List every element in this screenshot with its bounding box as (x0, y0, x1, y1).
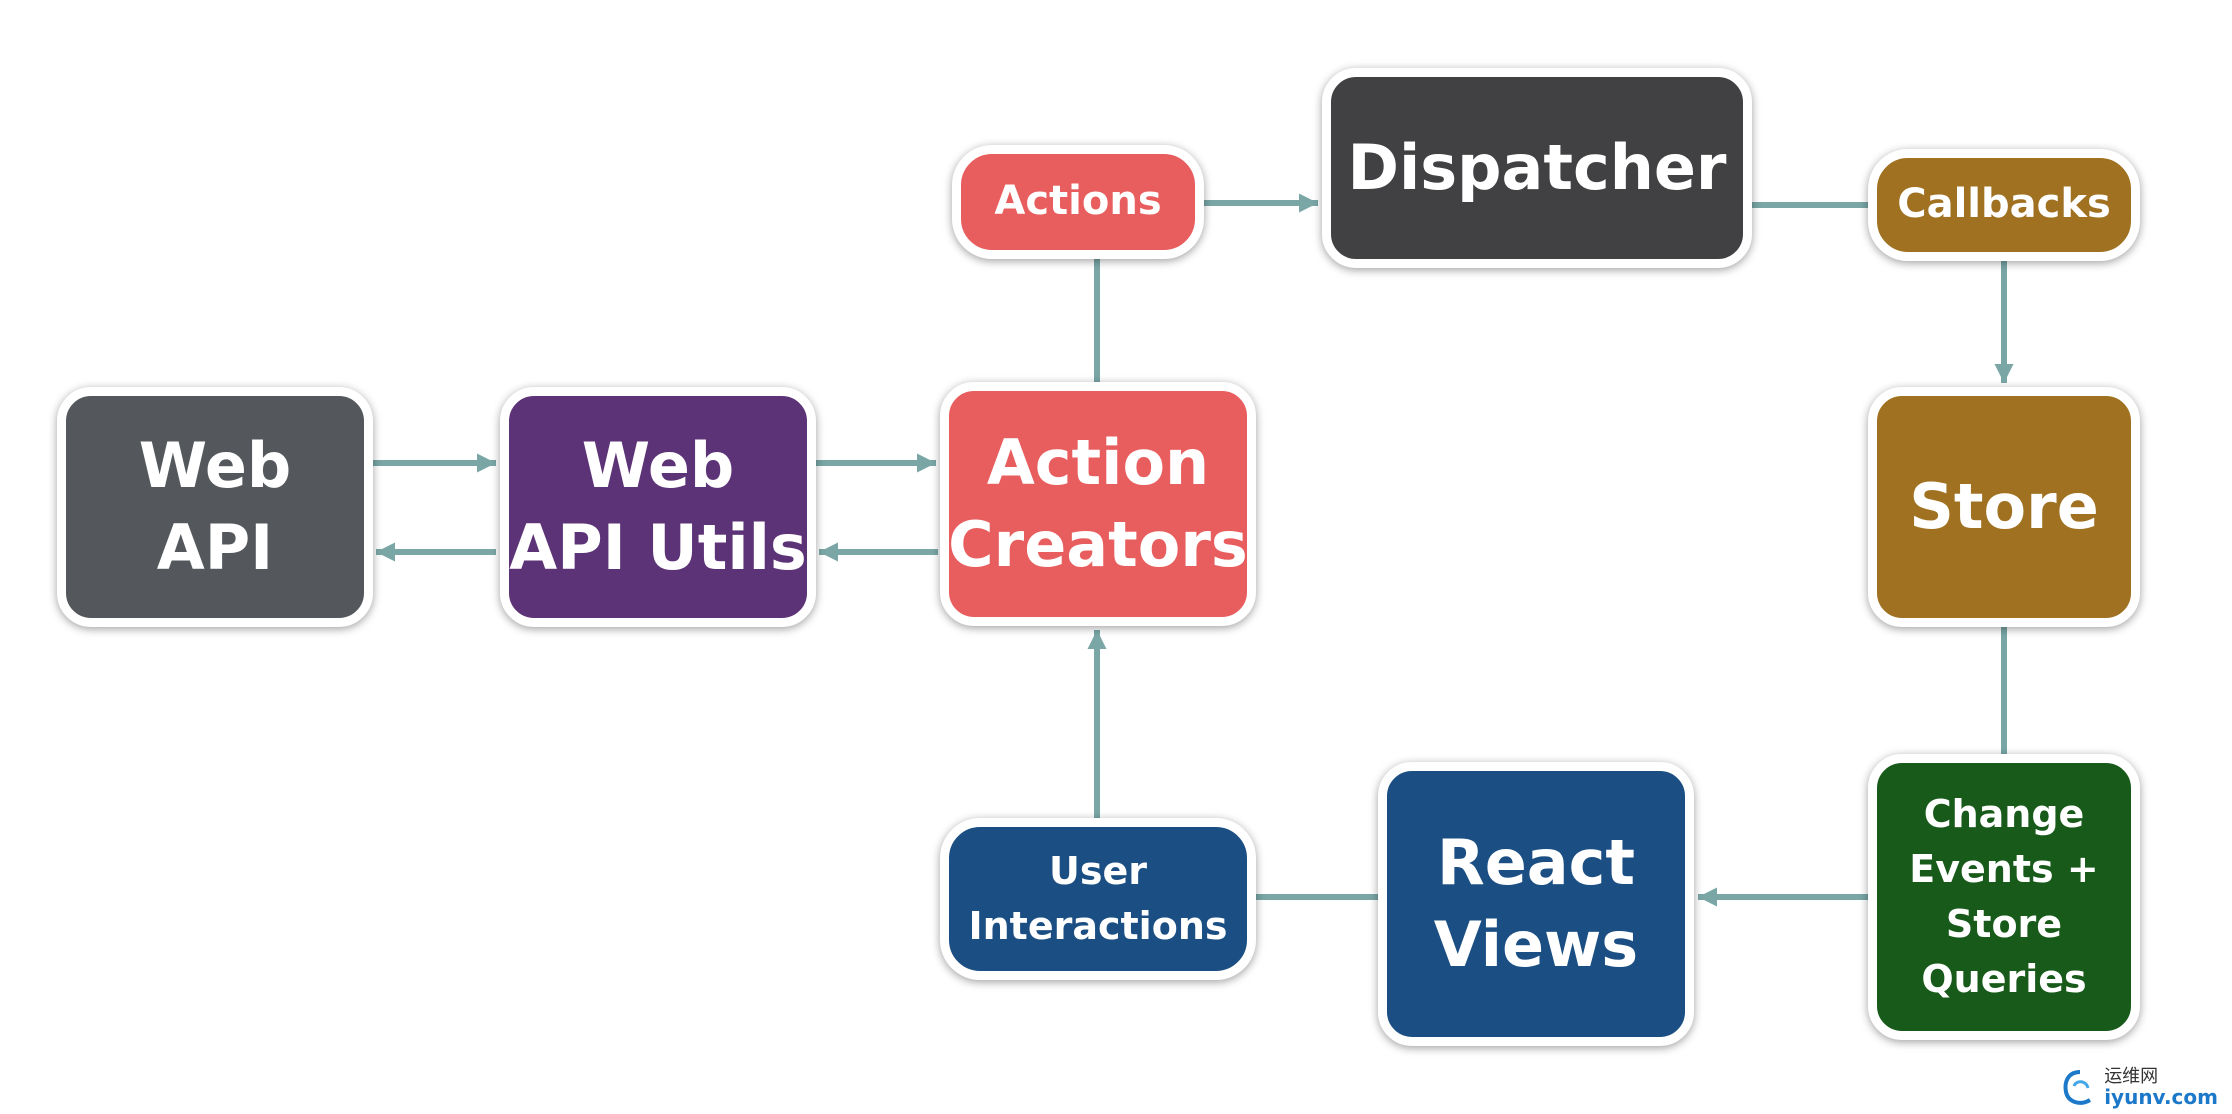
web-api-box: Web API (57, 387, 373, 627)
store-box: Store (1868, 387, 2140, 627)
web-api-utils-box: Web API Utils (500, 387, 816, 627)
change-events-label: Change Events + Store Queries (1909, 791, 2099, 1002)
react-views-label: React Views (1433, 826, 1639, 981)
actions-pill: Actions (952, 145, 1204, 259)
action-creators-label: Action Creators (948, 426, 1248, 581)
actions-label: Actions (994, 178, 1162, 225)
callbacks-label: Callbacks (1897, 181, 2111, 228)
web-api-utils-label: Web API Utils (509, 429, 807, 584)
watermark-url: iyunv.com (2104, 1084, 2218, 1109)
user-interactions-label: User Interactions (968, 848, 1228, 948)
dispatcher-box: Dispatcher (1322, 68, 1752, 268)
store-label: Store (1909, 470, 2099, 544)
react-views-box: React Views (1378, 762, 1694, 1046)
watermark: 运维网 iyunv.com (2060, 1066, 2218, 1109)
change-events-box: Change Events + Store Queries (1868, 754, 2140, 1040)
swirl-logo-icon (2063, 1070, 2092, 1105)
callbacks-pill: Callbacks (1868, 149, 2140, 261)
action-creators-box: Action Creators (940, 382, 1256, 626)
dispatcher-label: Dispatcher (1347, 131, 1727, 205)
watermark-cn: 运维网 (2104, 1066, 2159, 1088)
web-api-label: Web API (138, 429, 292, 584)
user-interactions-pill: User Interactions (940, 818, 1256, 980)
